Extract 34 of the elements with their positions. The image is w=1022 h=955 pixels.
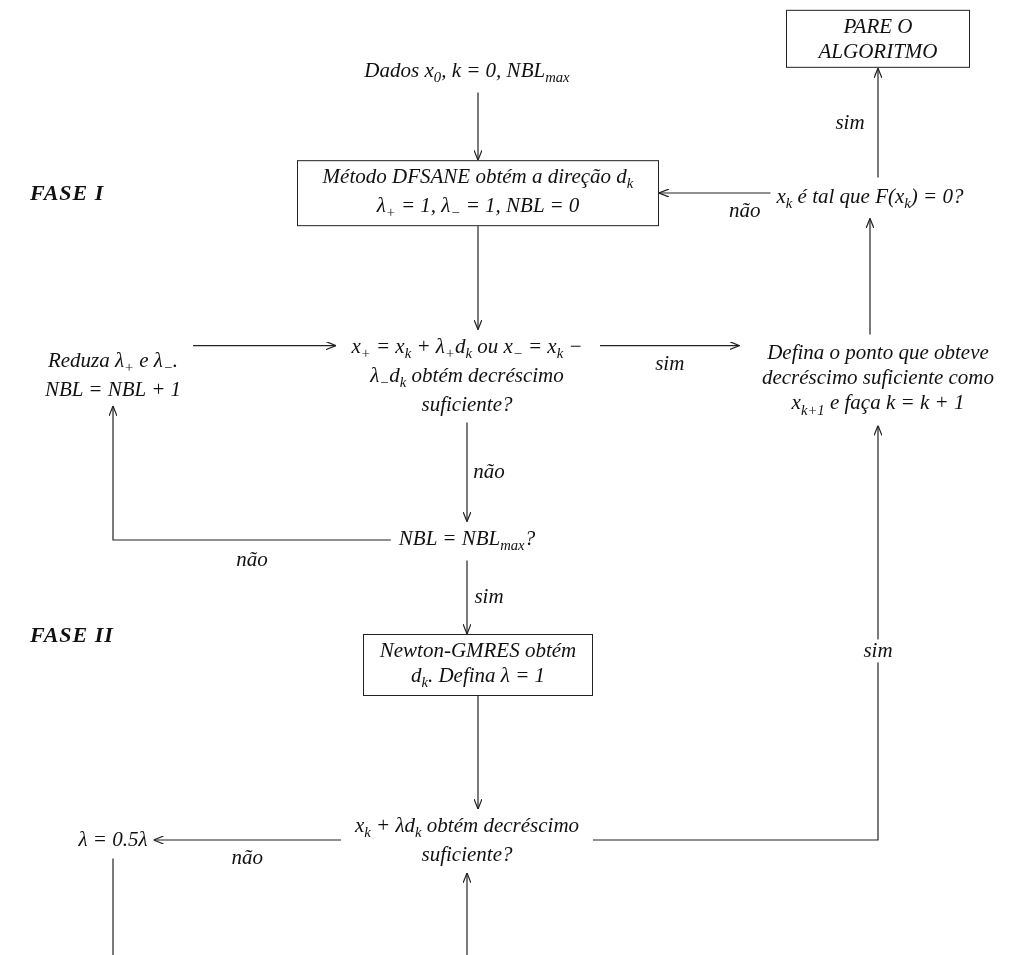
- arrow: [462, 872, 472, 955]
- arrow: [192, 341, 337, 351]
- condition-text: x$_{+}$ = x$_{k}$ + λ$_{+}$d$_{k}$ ou x$_{−}$ = x$_{k}$ − λ$_{−}$d$_{k}$ obtém decréscimo suficiente?: [350, 333, 584, 417]
- arrow: [873, 67, 883, 179]
- arrow: [599, 341, 741, 351]
- box-text: Newton-GMRES obtém d$_{k}$. Defina λ = 1: [378, 638, 578, 692]
- arrow: [152, 835, 342, 845]
- step-text: NBL = NBL + 1: [44, 376, 182, 402]
- arrow: [473, 91, 483, 161]
- box-text: λ$_{+}$ = 1, λ$_{−}$ = 1, NBL = 0: [375, 193, 581, 222]
- arrow: [108, 405, 392, 541]
- process-box: [363, 634, 593, 696]
- arrow: [473, 695, 483, 810]
- arrow: [658, 188, 772, 198]
- start-text: Dados x$_{0}$, k = 0, NBL$_{max}$: [364, 57, 570, 87]
- condition-text: x$_{k}$ é tal que F(x$_{k}$) = 0?: [776, 183, 964, 213]
- arrow: [462, 559, 472, 635]
- phase-label: FASE I: [30, 180, 105, 206]
- edge-label: sim: [861, 639, 895, 663]
- condition-text: x$_{k}$ + λd$_{k}$ obtém decréscimo suficiente?: [353, 813, 581, 867]
- condition-text: NBL = NBL$_{max}$?: [398, 525, 536, 555]
- box-text: Método DFSANE obtém a direção d$_{k}$: [321, 164, 635, 193]
- arrow: [462, 421, 472, 523]
- process-box: [786, 9, 970, 69]
- arrow: [865, 217, 875, 335]
- box-text: PARE O ALGORITMO: [816, 13, 939, 65]
- phase-label: FASE II: [30, 622, 114, 648]
- connector-line: [112, 858, 114, 955]
- step-text: λ = 0.5λ: [78, 827, 148, 853]
- arrow: [592, 425, 883, 841]
- arrow: [473, 225, 483, 331]
- step-text: Defina o ponto que obteve decréscimo suficiente como x$_{k+1}$ e faça k = k + 1: [760, 340, 996, 420]
- step-text: Reduza λ$_{+}$ e λ$_{−}$.: [46, 348, 180, 377]
- process-box: [297, 160, 659, 226]
